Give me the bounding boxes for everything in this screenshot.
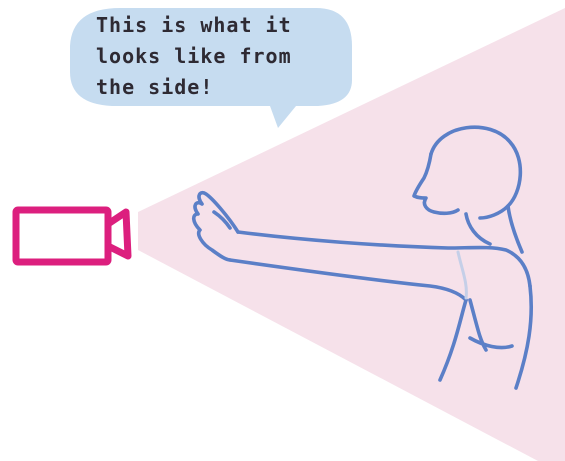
speech-bubble-text: This is what it looks like from the side… [96,10,336,103]
video-camera-icon [16,210,128,262]
speech-line-3: the side! [96,72,336,103]
speech-line-1: This is what it [96,10,336,41]
speech-line-2: looks like from [96,41,336,72]
